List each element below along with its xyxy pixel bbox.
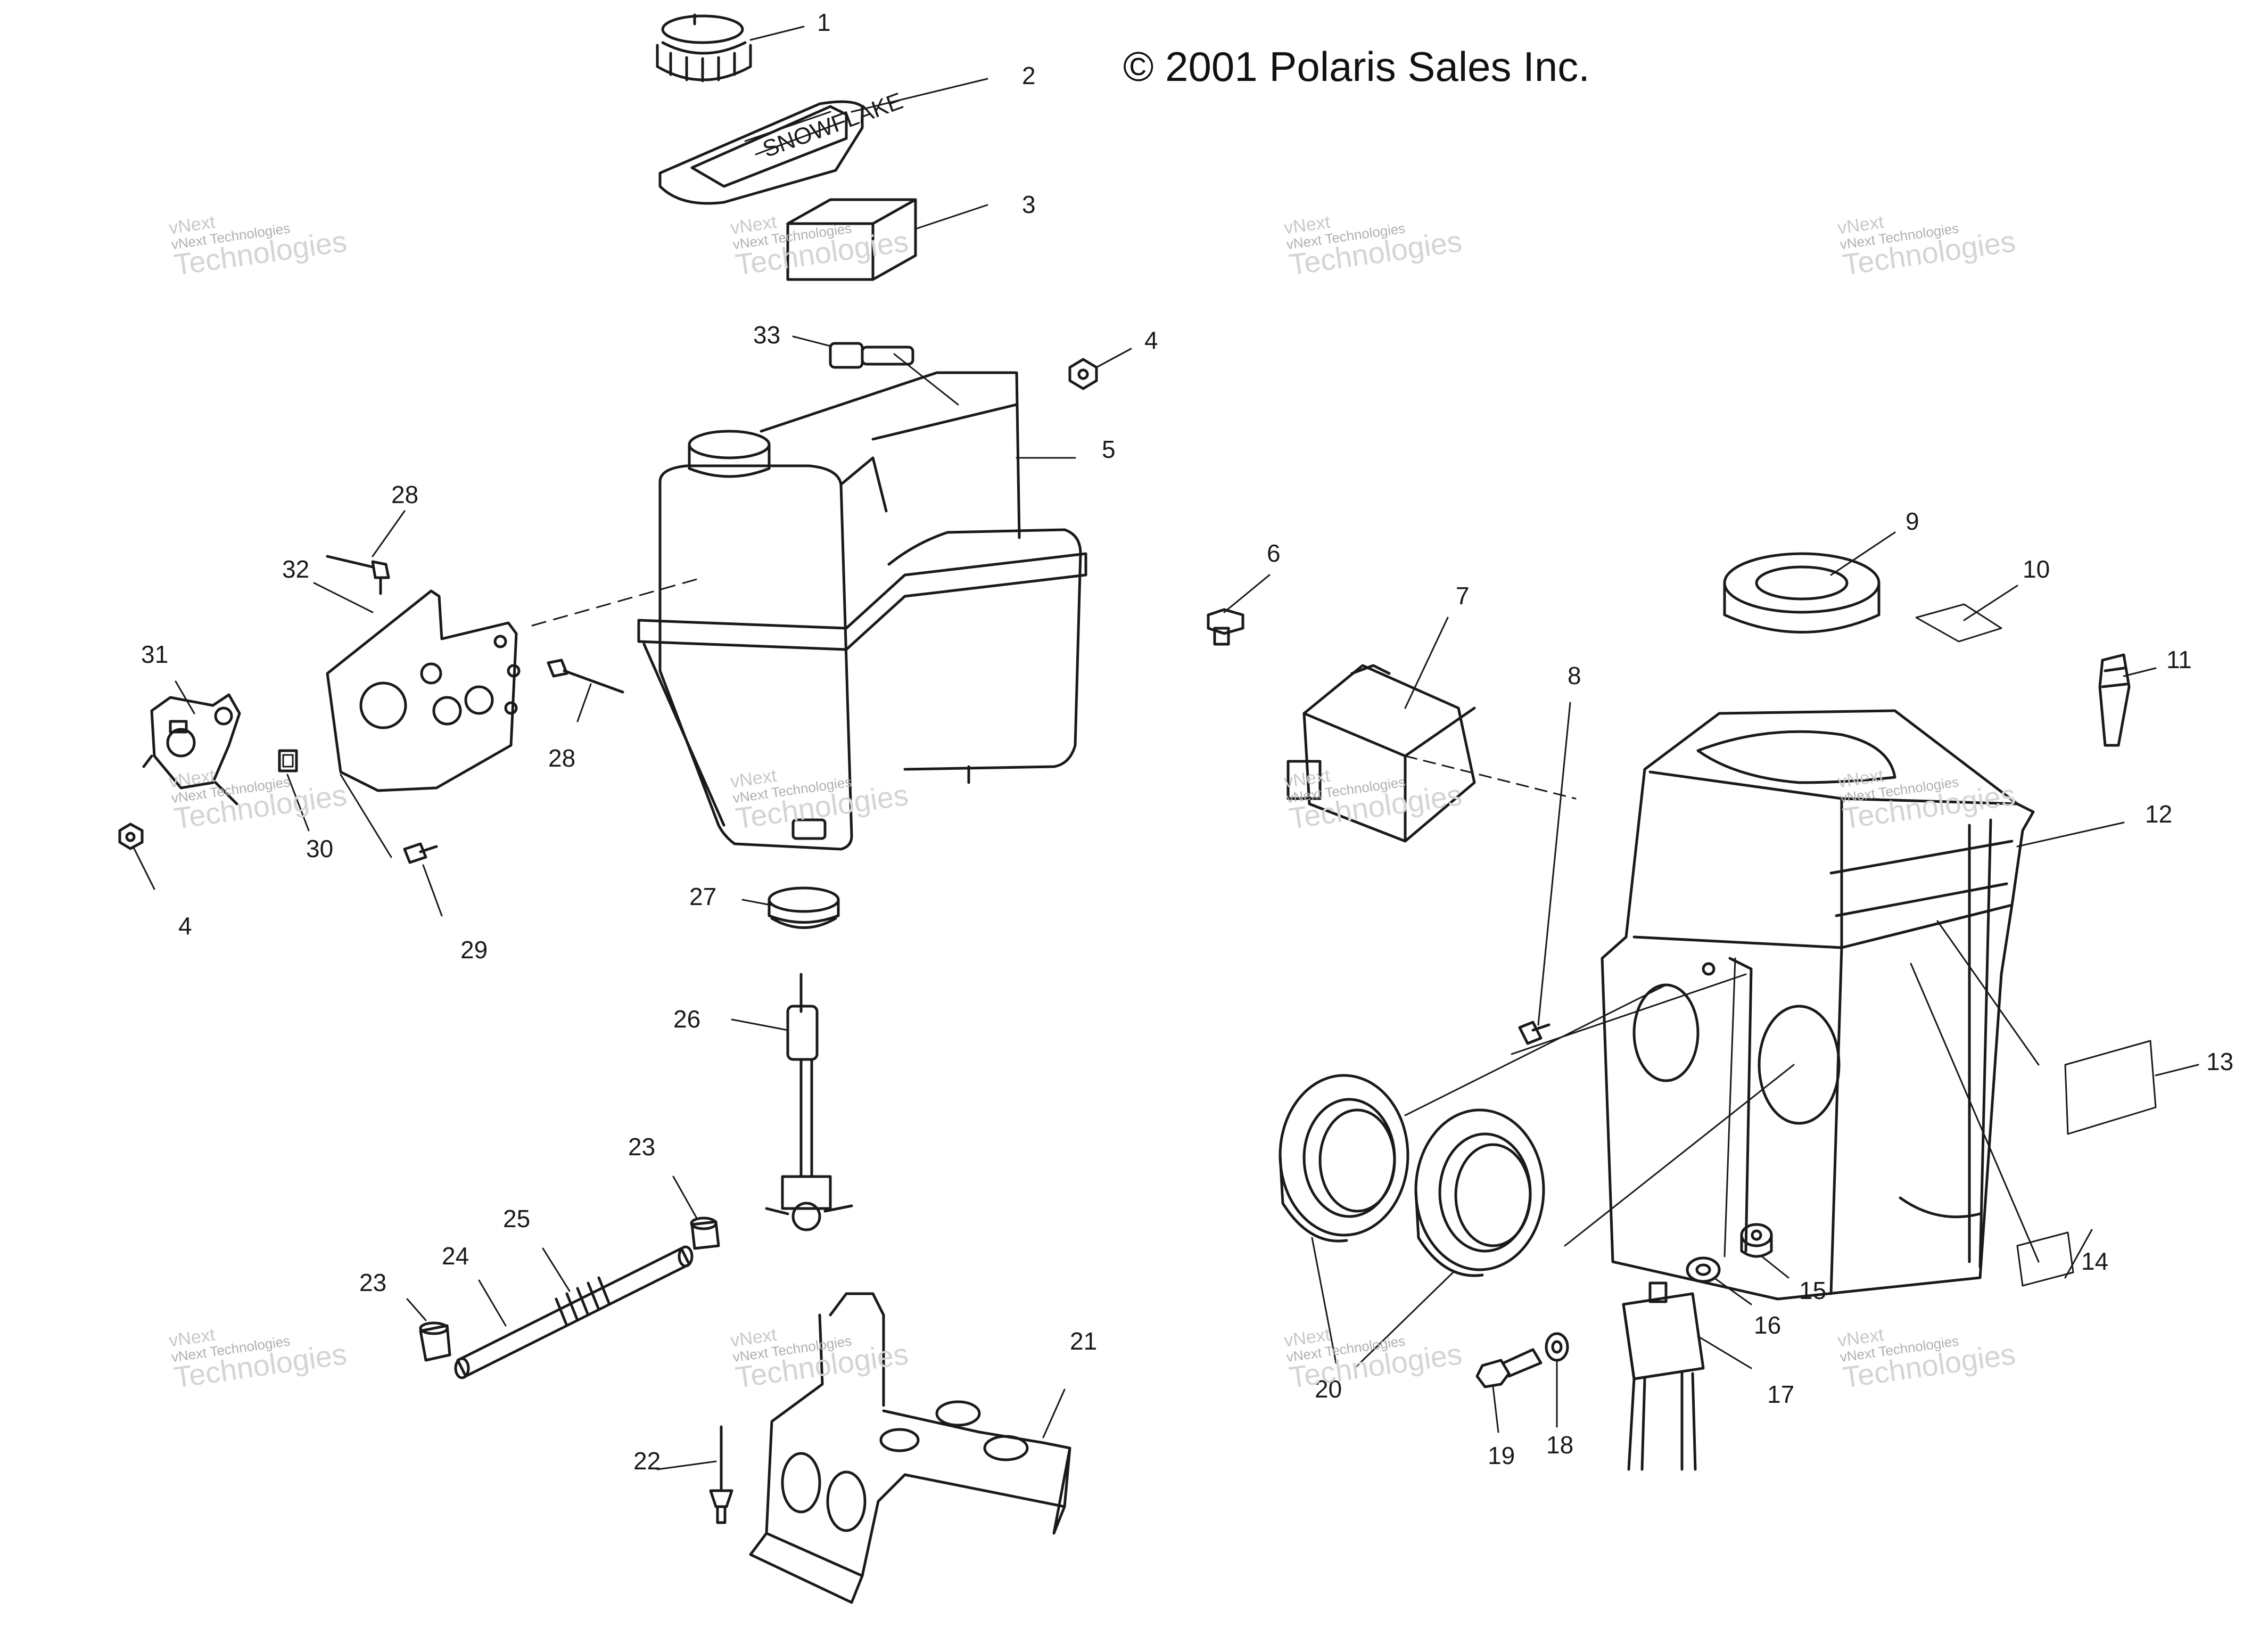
callout-4-left: 4 (178, 912, 192, 940)
callout-16: 16 (1754, 1311, 1781, 1339)
part-4-nut-top (1068, 358, 1098, 390)
part-25-spring (555, 1276, 611, 1327)
callout-29: 29 (460, 936, 488, 964)
svg-text:SNOWFLAKE: SNOWFLAKE (760, 88, 906, 163)
callout-30: 30 (306, 835, 333, 862)
callout-9: 9 (1906, 507, 1919, 535)
callout-31: 31 (141, 640, 168, 668)
callout-23-right: 23 (628, 1133, 655, 1161)
callout-27: 27 (689, 883, 716, 910)
part-20-intake-boot-left (1279, 1074, 1409, 1243)
part-28-screw-upper (326, 555, 390, 595)
callout-19: 19 (1488, 1442, 1515, 1469)
part-20-intake-boot-right (1414, 1108, 1545, 1277)
part-2-tank-cover: SNOWFLAKE (658, 88, 906, 205)
part-28-screw-lower (547, 659, 624, 694)
part-8-fitting (1518, 1021, 1551, 1045)
callout-32: 32 (282, 555, 309, 583)
callout-8: 8 (1568, 662, 1581, 689)
callout-1: 1 (817, 9, 831, 36)
part-9-seal-ring (1723, 552, 1881, 634)
callout-11: 11 (2166, 646, 2192, 673)
part-15-bushing (1740, 1223, 1773, 1258)
callout-21: 21 (1070, 1327, 1097, 1355)
part-3-block (786, 198, 917, 281)
callout-15: 15 (1799, 1277, 1826, 1304)
callout-26: 26 (673, 1005, 700, 1033)
part-27-grommet (768, 886, 840, 929)
callout-10: 10 (2023, 555, 2050, 583)
part-23-clamp-left (419, 1321, 451, 1362)
part-21-tank-bracket (749, 1292, 1071, 1604)
part-17-ignition-coil (1622, 1281, 1705, 1471)
part-16-grommet (1686, 1256, 1721, 1283)
part-31-oil-pump (142, 693, 241, 805)
callout-24: 24 (442, 1242, 469, 1270)
part-32-pump-bracket (326, 589, 521, 792)
callout-3: 3 (1022, 191, 1036, 218)
part-7-cdi-box (1286, 664, 1476, 843)
callout-18: 18 (1546, 1431, 1573, 1459)
callout-17: 17 (1767, 1380, 1794, 1408)
callout-7: 7 (1456, 582, 1470, 610)
part-6-bolt (1207, 608, 1244, 646)
part-5-oil-tank (637, 371, 1087, 851)
callout-numbers: 1 2 3 33 4 5 6 7 8 9 10 11 12 13 14 15 1… (141, 9, 2233, 1475)
callout-23-left: 23 (359, 1269, 386, 1296)
callout-2: 2 (1022, 62, 1036, 89)
callout-6: 6 (1267, 539, 1281, 567)
callout-20: 20 (1315, 1375, 1342, 1403)
part-18-washer (1545, 1332, 1569, 1362)
part-4-nut-left (118, 823, 144, 850)
part-24-hose (454, 1245, 694, 1379)
callout-22: 22 (633, 1447, 661, 1475)
part-19-bolt (1475, 1348, 1543, 1388)
callout-14: 14 (2081, 1247, 2108, 1275)
part-30-gasket (278, 749, 298, 772)
callout-28-lower: 28 (548, 744, 575, 772)
part-33-bolt (829, 342, 914, 369)
part-29-bolt (403, 842, 438, 864)
part-14-decal (2016, 1231, 2074, 1287)
callout-13: 13 (2206, 1048, 2233, 1075)
copyright-notice: © 2001 Polaris Sales Inc. (1123, 43, 1590, 90)
callout-33: 33 (753, 321, 780, 349)
part-26-oil-pickup (765, 973, 853, 1231)
part-22-push-rivet (709, 1425, 733, 1524)
leader-lines (132, 26, 2199, 1470)
part-10-decal (1915, 603, 2002, 643)
callout-12: 12 (2145, 800, 2172, 828)
part-11-latch (2098, 653, 2131, 747)
callout-28-upper: 28 (391, 481, 418, 508)
callout-4-top: 4 (1144, 326, 1158, 354)
part-12-airbox (1601, 709, 2035, 1301)
callout-5: 5 (1102, 435, 1116, 463)
part-13-decal (2064, 1040, 2157, 1135)
callout-25: 25 (503, 1205, 530, 1232)
part-23-clamp-right (690, 1216, 720, 1250)
part-1-filler-cap (656, 13, 752, 83)
